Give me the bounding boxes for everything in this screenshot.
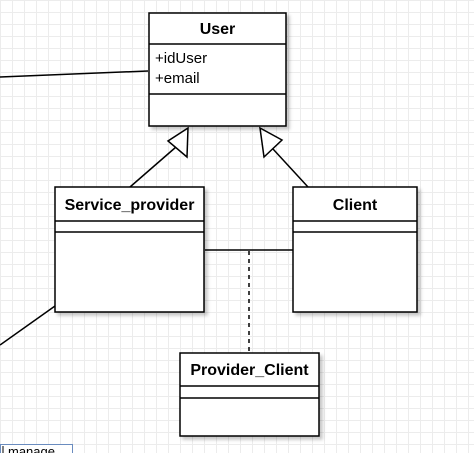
association-line-to-user[interactable] <box>0 70 149 78</box>
class-client[interactable]: Client <box>292 186 418 313</box>
edge-label-manage[interactable]: manage <box>0 444 73 453</box>
class-provider-client[interactable]: Provider_Client <box>179 352 320 437</box>
edge-label-manage-text: manage <box>8 444 55 453</box>
class-client-name: Client <box>333 197 378 214</box>
class-user-name: User <box>200 21 236 38</box>
class-service-provider-name: Service_provider <box>65 197 195 214</box>
class-service-provider[interactable]: Service_provider <box>54 186 205 313</box>
association-line-from-service-provider[interactable] <box>0 305 56 346</box>
class-user-attribute-email: +email <box>155 70 200 87</box>
class-user[interactable]: User +idUser +email <box>148 12 287 127</box>
class-user-attribute-iduser: +idUser <box>155 50 207 67</box>
class-provider-client-name: Provider_Client <box>190 362 309 379</box>
generalization-service-provider-to-user[interactable] <box>129 126 189 188</box>
generalization-client-to-user[interactable] <box>259 126 309 188</box>
